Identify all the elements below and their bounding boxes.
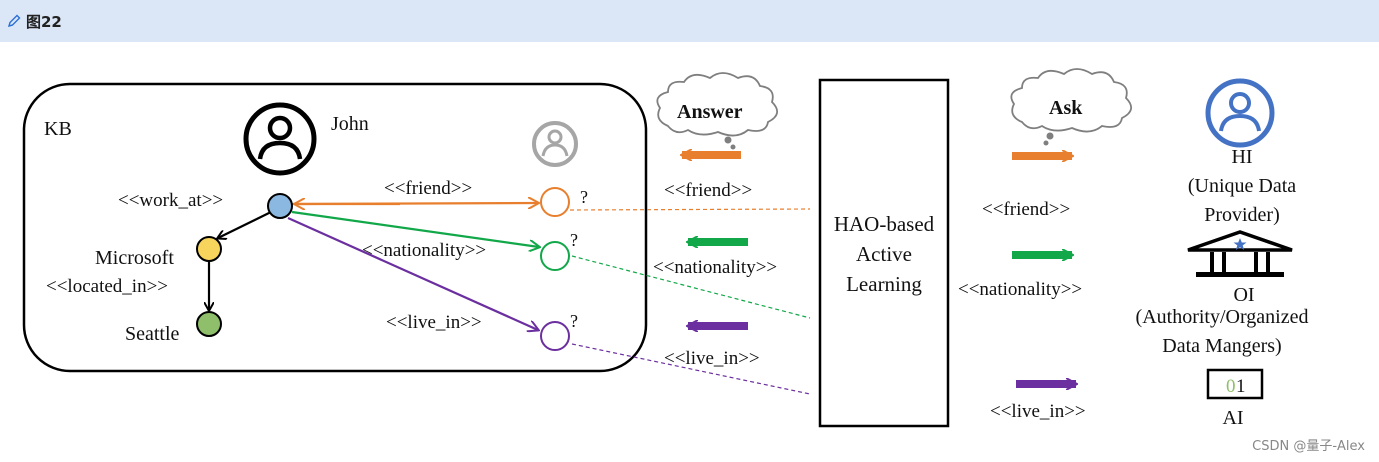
hao-box-line2: Active: [856, 242, 912, 266]
live-in-edge: [287, 216, 538, 330]
live-in-dashed-link: [571, 343, 811, 395]
oi-building-icon: [1187, 230, 1293, 277]
hi-desc-line2: Provider): [1204, 204, 1280, 226]
john-node: [267, 193, 293, 219]
ask-label: Ask: [1049, 97, 1083, 119]
john-user-icon: [243, 102, 317, 176]
answer-nationality-label: <<nationality>>: [653, 257, 777, 278]
nationality-label: <<nationality>>: [362, 240, 486, 261]
nationality-edge: [291, 210, 539, 247]
friend-label: <<friend>>: [384, 178, 472, 199]
kb-box: [22, 82, 648, 373]
hi-label: HI: [1231, 146, 1252, 168]
microsoft-label: Microsoft: [95, 247, 174, 269]
ai-box-zero: 0: [1226, 376, 1236, 397]
live-in-target-node: [540, 321, 570, 351]
page-title: 图22: [26, 12, 62, 31]
answer-label: Answer: [677, 101, 743, 123]
hao-box-line1: HAO-based: [834, 212, 935, 236]
header-bar: 图22: [0, 0, 1379, 42]
ask-friend-label: <<friend>>: [982, 199, 1070, 220]
hao-diagram: KB John ? ? ? <<work_at>> Microsoft <<lo…: [22, 68, 1309, 429]
seattle-node: [196, 311, 222, 337]
live-in-question-mark: ?: [570, 311, 578, 331]
pencil-icon[interactable]: [6, 13, 22, 29]
located-in-label: <<located_in>>: [46, 276, 168, 297]
ai-label: AI: [1222, 407, 1243, 429]
ask-cloud: [1010, 68, 1132, 146]
friend-target-node: [540, 187, 570, 217]
ask-nationality-label: <<nationality>>: [958, 279, 1082, 300]
hao-box-line3: Learning: [846, 272, 922, 296]
john-label: John: [331, 113, 369, 135]
ask-live-in-label: <<live_in>>: [990, 401, 1086, 422]
ai-box-one: 1: [1236, 376, 1246, 397]
answer-live-in-label: <<live_in>>: [664, 348, 760, 369]
oi-desc-line1: (Authority/Organized: [1136, 306, 1309, 328]
answer-friend-label: <<friend>>: [664, 180, 752, 201]
friend-dashed-link: [569, 208, 811, 211]
hao-active-learning-box: [818, 78, 950, 428]
unknown-user-icon: [532, 121, 578, 167]
hi-desc-line1: (Unique Data: [1188, 175, 1296, 197]
nationality-question-mark: ?: [570, 230, 578, 250]
friend-question-mark: ?: [580, 187, 588, 207]
nationality-target-node: [540, 241, 570, 271]
answer-cloud: [656, 72, 778, 150]
work-at-label: <<work_at>>: [118, 190, 223, 211]
oi-desc-line2: Data Mangers): [1162, 335, 1281, 357]
seattle-label: Seattle: [125, 323, 180, 345]
watermark: CSDN @量子-Alex: [1252, 439, 1365, 454]
kb-label: KB: [44, 118, 72, 140]
oi-label: OI: [1233, 284, 1254, 306]
work-at-edge: [218, 211, 272, 238]
hi-user-icon: [1205, 78, 1275, 148]
live-in-label: <<live_in>>: [386, 312, 482, 333]
microsoft-node: [196, 236, 222, 262]
ai-binary-box: [1206, 368, 1264, 400]
nationality-dashed-link: [571, 255, 811, 319]
